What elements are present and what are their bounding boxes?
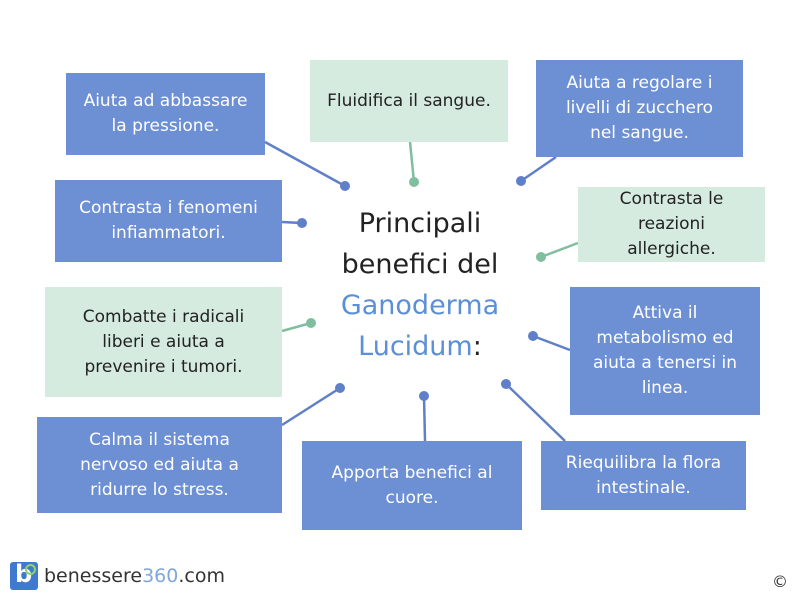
title-line-3: Ganoderma — [340, 290, 500, 321]
logo-text-a: benessere — [44, 565, 143, 587]
connector-1 — [264, 140, 346, 188]
copyright-symbol: © — [772, 572, 788, 591]
brand-logo-icon — [10, 560, 38, 590]
benefit-box-intestinal-flora: Riequilibra la flora intestinale. — [541, 441, 746, 510]
connector-8 — [281, 386, 341, 427]
connector-5 — [540, 241, 579, 259]
benefit-box-inflammation: Contrasta i fenomeni infiammatori. — [55, 180, 282, 262]
dot-2 — [409, 177, 419, 187]
brand-logo[interactable]: benessere360.com — [10, 560, 225, 590]
benefit-box-blood-sugar: Aiuta a regolare i livelli di zucchero n… — [536, 60, 743, 157]
title-line-4: Lucidum — [358, 331, 473, 362]
connector-7 — [532, 334, 571, 352]
benefit-box-heart: Apporta benefici al cuore. — [302, 441, 522, 530]
dot-7 — [528, 331, 538, 341]
diagram-title: Principali benefici del Ganoderma Lucidu… — [320, 203, 520, 367]
dot-6 — [306, 318, 316, 328]
benefit-box-blood-fluidity: Fluidifica il sangue. — [310, 60, 508, 142]
title-colon: : — [472, 331, 482, 362]
dot-4 — [297, 218, 307, 228]
logo-text-c: .com — [178, 565, 225, 587]
benefit-box-pressure: Aiuta ad abbassare la pressione. — [66, 73, 265, 155]
title-line-2: benefici del — [341, 249, 499, 280]
dot-5 — [536, 252, 546, 262]
title-line-1: Principali — [358, 208, 482, 239]
connector-2 — [408, 141, 416, 183]
benefit-box-allergies: Contrasta le reazioni allergiche. — [578, 187, 765, 262]
dot-10 — [501, 379, 511, 389]
connector-6 — [281, 321, 312, 333]
benefit-box-stress: Calma il sistema nervoso ed aiuta a ridu… — [37, 417, 282, 513]
benefit-box-free-radicals: Combatte i radicali liberi e aiuta a pre… — [45, 287, 282, 397]
dot-1 — [340, 181, 350, 191]
benefit-box-metabolism: Attiva il metabolismo ed aiuta a tenersi… — [570, 287, 760, 415]
dot-3 — [516, 176, 526, 186]
connector-10 — [505, 383, 566, 442]
dot-9 — [419, 391, 429, 401]
connector-3 — [520, 155, 557, 183]
logo-text-b: 360 — [142, 565, 179, 587]
connector-9 — [422, 395, 427, 442]
dot-8 — [335, 383, 345, 393]
